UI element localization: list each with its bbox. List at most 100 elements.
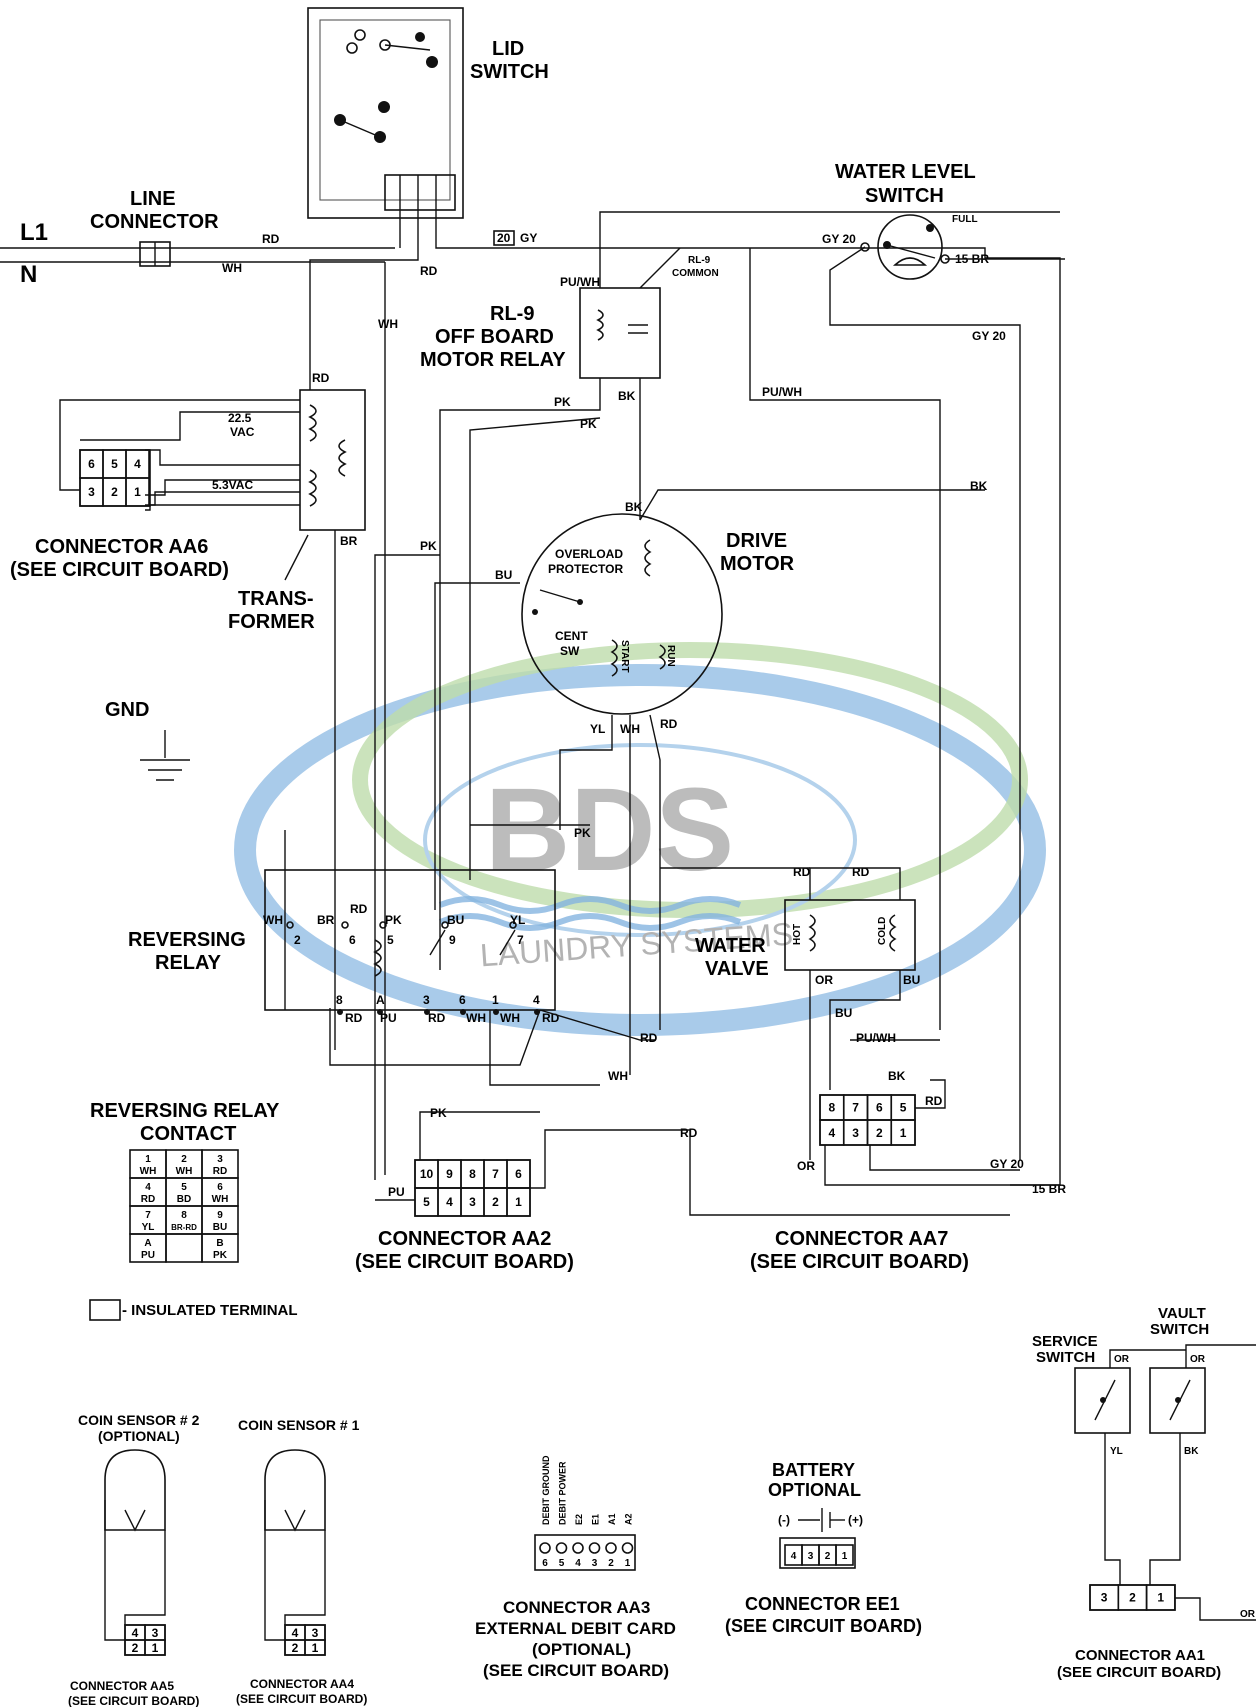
ee1-pin: 1 xyxy=(842,1551,848,1562)
aa3-pin-name: DEBIT POWER xyxy=(558,1461,568,1525)
wire-wh-relay-b1: WH xyxy=(466,1011,486,1025)
aa3-pin-circle xyxy=(588,1542,601,1554)
aa7-pin-bottom: 2 xyxy=(876,1126,883,1140)
n-label: N xyxy=(20,261,37,288)
ee1-pin: 4 xyxy=(791,1551,797,1562)
contact-color: RD xyxy=(141,1194,155,1205)
aa4-pin: 4 xyxy=(292,1626,299,1640)
aa2-pin-top: 9 xyxy=(446,1167,453,1181)
wire-bu-valve: BU xyxy=(903,973,920,987)
aa3-pin-name: A2 xyxy=(624,1513,634,1525)
water-valve-label-1: WATER xyxy=(695,935,766,957)
aa2-pin-bottom: 3 xyxy=(469,1195,476,1209)
wire-rd-relay-low: RD xyxy=(640,1031,658,1045)
aa3-pin: 5 xyxy=(559,1558,565,1569)
wire-rd-relay: RD xyxy=(350,902,368,916)
aa7-label-2: (SEE CIRCUIT BOARD) xyxy=(750,1251,969,1273)
pk-wiring: PK PK xyxy=(284,539,591,1180)
wire-rd-valve-1: RD xyxy=(793,865,811,879)
relay-bottom-terminal xyxy=(424,1009,430,1015)
aa2-pin-bottom-cell xyxy=(506,1187,531,1217)
wire-puwh-rl9: PU/WH xyxy=(560,275,600,289)
vac-53-label: 5.3VAC xyxy=(212,478,253,492)
aa3-pin-circle xyxy=(605,1542,617,1554)
wire-pk-2: PK xyxy=(580,417,597,431)
contact-number: 9 xyxy=(217,1210,223,1221)
aa5-label-2: (SEE CIRCUIT BOARD) xyxy=(68,1694,199,1707)
watermark: BDS LAUNDRY SYSTEMS xyxy=(234,642,1046,1036)
lid-switch-label-2: SWITCH xyxy=(470,61,549,83)
wire-br-transformer: BR xyxy=(340,534,358,548)
wire-or-vault: OR xyxy=(1190,1354,1206,1365)
aa1-pin: 1 xyxy=(1157,1591,1164,1605)
wire-or-aa1: OR xyxy=(1240,1609,1256,1620)
watermark-blue-swoosh xyxy=(234,664,1046,1036)
rl9-common-2: COMMON xyxy=(672,268,719,279)
wire-bk-vault: BK xyxy=(1184,1446,1199,1457)
aa2-pin-bottom: 5 xyxy=(423,1195,430,1209)
aa7-pin-top: 6 xyxy=(876,1101,883,1115)
battery-minus: (-) xyxy=(778,1513,790,1527)
contact-color: PK xyxy=(213,1250,228,1261)
contact-number: 2 xyxy=(181,1154,187,1165)
relay-top-terminal xyxy=(286,921,294,929)
relay-top-terminal xyxy=(441,921,449,929)
relay-bottom-pin: 6 xyxy=(459,993,466,1007)
wire-bk-aa7: BK xyxy=(888,1069,906,1083)
wire-rd-relay-b2: RD xyxy=(428,1011,446,1025)
aa6-pin: 5 xyxy=(111,457,118,471)
relay-bottom-pin: 4 xyxy=(533,993,540,1007)
aa3-pin: 6 xyxy=(542,1558,548,1569)
contact-table: REVERSING RELAY CONTACT 1WH2WH3RD4RD5BD6… xyxy=(90,1100,280,1263)
aa6-pin: 1 xyxy=(134,485,141,499)
ee1-label-1: CONNECTOR EE1 xyxy=(745,1594,900,1614)
aa3-pin-circle xyxy=(621,1542,634,1554)
overload-label-2: PROTECTOR xyxy=(548,562,623,576)
wire-bu-relay: BU xyxy=(447,913,464,927)
ee1-pin-cell xyxy=(835,1544,854,1566)
coin-sensor-2-label-1: COIN SENSOR # 2 xyxy=(78,1412,200,1428)
relay-top-pin: 6 xyxy=(349,933,356,947)
watermark-inner-ring xyxy=(423,743,857,937)
contact-number: A xyxy=(144,1238,151,1249)
relay-top-pin: 7 xyxy=(517,933,524,947)
contact-number: 5 xyxy=(181,1182,187,1193)
aa3-pin-name: DEBIT GROUND xyxy=(541,1455,551,1525)
service-switch-label-2: SWITCH xyxy=(1036,1349,1095,1366)
aa3-pin-name: E2 xyxy=(574,1514,584,1525)
cent-sw-label-1: CENT xyxy=(555,629,588,643)
line-connector: L1 N LINE CONNECTOR RD WH xyxy=(0,188,395,288)
aa3-label-2: EXTERNAL DEBIT CARD xyxy=(475,1619,676,1638)
wire-bk-motor: BK xyxy=(625,500,643,514)
rl9-relay: RL-9 OFF BOARD MOTOR RELAY PU/WH RL-9 CO… xyxy=(420,211,1060,1030)
relay-top-terminal xyxy=(379,921,387,929)
aa2-pin-bottom: 4 xyxy=(446,1195,453,1209)
watermark-waves xyxy=(438,896,742,931)
transformer: 22.5 VAC 5.3VAC BR TRANS- FORMER xyxy=(59,389,366,1050)
gnd-label: GND xyxy=(105,699,149,721)
wire-pk-relay: PK xyxy=(385,913,402,927)
relay-top-pin: 9 xyxy=(449,933,456,947)
drive-motor-label-1: DRIVE xyxy=(726,530,787,552)
aa2-pin-top: 8 xyxy=(469,1167,476,1181)
aa7-pin-top: 8 xyxy=(829,1101,836,1115)
aa1-label-1: CONNECTOR AA1 xyxy=(1075,1647,1205,1664)
vault-switch-label-1: VAULT xyxy=(1158,1305,1206,1322)
relay-bottom-terminal xyxy=(460,1009,466,1015)
relay-top-terminal xyxy=(341,921,349,929)
line-connector-label-1: LINE xyxy=(130,188,176,210)
wire-pk-4: PK xyxy=(574,826,591,840)
reversing-relay-label-2: RELAY xyxy=(155,952,222,974)
contact-number: 3 xyxy=(217,1154,223,1165)
aa5-pin: 4 xyxy=(132,1626,139,1640)
vac-22-label-1: 22.5 xyxy=(228,411,252,425)
